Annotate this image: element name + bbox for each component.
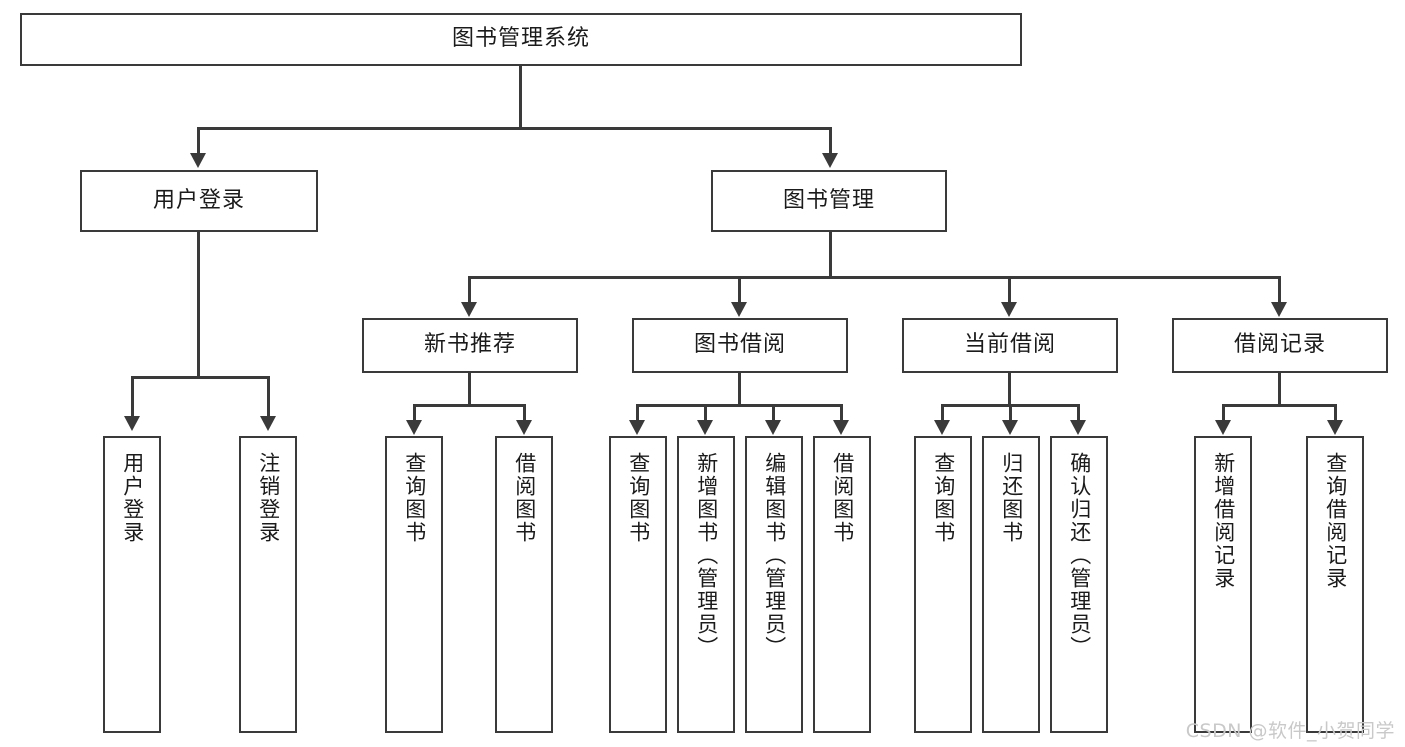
node-label: 查询图书 xyxy=(931,452,956,544)
connector-leaf-return-book xyxy=(1009,404,1012,422)
connector-new-book-recommend-stem xyxy=(468,373,471,405)
connector-to-book-management xyxy=(829,127,832,155)
node-label: 查询借阅记录 xyxy=(1323,452,1348,590)
node-label: 用户登录 xyxy=(120,452,145,544)
node-label: 用户登录 xyxy=(152,187,245,213)
node-user-login[interactable]: 用户登录 xyxy=(80,170,318,232)
node-leaf-query-record[interactable]: 查询借阅记录 xyxy=(1306,436,1364,733)
node-borrow-record[interactable]: 借阅记录 xyxy=(1172,318,1388,373)
node-label: 查询图书 xyxy=(626,452,651,544)
node-leaf-query-book-1[interactable]: 查询图书 xyxy=(385,436,443,733)
connector-level3-bus xyxy=(468,276,1280,279)
arrowhead-book-borrow xyxy=(731,302,747,317)
node-leaf-return-book[interactable]: 归还图书 xyxy=(982,436,1040,733)
node-label: 新增借阅记录 xyxy=(1211,452,1236,590)
node-current-borrow[interactable]: 当前借阅 xyxy=(902,318,1118,373)
connector-user-login-bus xyxy=(131,376,267,379)
node-leaf-add-record[interactable]: 新增借阅记录 xyxy=(1194,436,1252,733)
connector-leaf-add-book xyxy=(704,404,707,422)
node-label: 新书推荐 xyxy=(423,332,516,358)
connector-book-management-stem xyxy=(829,232,832,277)
node-leaf-add-book[interactable]: 新增图书（管理员） xyxy=(677,436,735,733)
node-leaf-user-logout[interactable]: 注销登录 xyxy=(239,436,297,733)
arrowhead-leaf-user-login xyxy=(124,416,140,431)
connector-leaf-borrow-book-2 xyxy=(840,404,843,422)
connector-new-book-recommend-bus xyxy=(413,404,523,407)
node-label: 新增图书（管理员） xyxy=(694,452,719,659)
node-label: 借阅记录 xyxy=(1233,332,1326,358)
node-label: 归还图书 xyxy=(999,452,1024,544)
connector-leaf-confirm-return xyxy=(1077,404,1080,422)
node-label: 借阅图书 xyxy=(830,452,855,544)
node-leaf-confirm-return[interactable]: 确认归还（管理员） xyxy=(1050,436,1108,733)
arrowhead-new-book-recommend xyxy=(461,302,477,317)
arrowhead-leaf-borrow-book-1 xyxy=(516,420,532,435)
connector-leaf-add-record xyxy=(1222,404,1225,422)
node-leaf-user-login[interactable]: 用户登录 xyxy=(103,436,161,733)
connector-leaf-query-record xyxy=(1334,404,1337,422)
connector-root-bus xyxy=(197,127,831,130)
node-book-borrow[interactable]: 图书借阅 xyxy=(632,318,848,373)
arrowhead-current-borrow xyxy=(1001,302,1017,317)
connector-leaf-user-logout xyxy=(267,376,270,418)
connector-root-stem xyxy=(519,66,522,128)
node-book-management[interactable]: 图书管理 xyxy=(711,170,947,232)
arrowhead-leaf-query-book-3 xyxy=(934,420,950,435)
connector-to-new-book-recommend xyxy=(468,276,471,304)
node-leaf-query-book-3[interactable]: 查询图书 xyxy=(914,436,972,733)
connector-leaf-edit-book xyxy=(772,404,775,422)
node-label: 图书管理系统 xyxy=(451,26,590,52)
arrowhead-borrow-record xyxy=(1271,302,1287,317)
node-label: 编辑图书（管理员） xyxy=(762,452,787,659)
arrowhead-leaf-query-book-2 xyxy=(629,420,645,435)
node-root-system[interactable]: 图书管理系统 xyxy=(20,13,1022,66)
arrowhead-book-management xyxy=(822,153,838,168)
node-label: 当前借阅 xyxy=(963,332,1056,358)
node-new-book-recommend[interactable]: 新书推荐 xyxy=(362,318,578,373)
arrowhead-user-login xyxy=(190,153,206,168)
connector-leaf-query-book-1 xyxy=(413,404,416,422)
connector-user-login-stem xyxy=(197,232,200,377)
node-label: 图书借阅 xyxy=(693,332,786,358)
connector-to-current-borrow xyxy=(1008,276,1011,304)
arrowhead-leaf-borrow-book-2 xyxy=(833,420,849,435)
arrowhead-leaf-add-record xyxy=(1215,420,1231,435)
arrowhead-leaf-query-book-1 xyxy=(406,420,422,435)
node-label: 确认归还（管理员） xyxy=(1067,452,1092,659)
connector-book-borrow-bus xyxy=(636,404,842,407)
arrowhead-leaf-query-record xyxy=(1327,420,1343,435)
connector-borrow-record-bus xyxy=(1222,404,1334,407)
connector-leaf-user-login xyxy=(131,376,134,418)
connector-to-user-login xyxy=(197,127,200,155)
node-leaf-edit-book[interactable]: 编辑图书（管理员） xyxy=(745,436,803,733)
connector-leaf-borrow-book-1 xyxy=(523,404,526,422)
connector-current-borrow-stem xyxy=(1008,373,1011,405)
connector-leaf-query-book-2 xyxy=(636,404,639,422)
arrowhead-leaf-confirm-return xyxy=(1070,420,1086,435)
connector-leaf-query-book-3 xyxy=(941,404,944,422)
node-leaf-query-book-2[interactable]: 查询图书 xyxy=(609,436,667,733)
arrowhead-leaf-add-book xyxy=(697,420,713,435)
connector-to-borrow-record xyxy=(1278,276,1281,304)
arrowhead-leaf-user-logout xyxy=(260,416,276,431)
node-leaf-borrow-book-1[interactable]: 借阅图书 xyxy=(495,436,553,733)
node-label: 注销登录 xyxy=(256,452,281,544)
connector-to-book-borrow xyxy=(738,276,741,304)
watermark-text: CSDN @软件_小贺同学 xyxy=(1185,720,1395,742)
connector-book-borrow-stem xyxy=(738,373,741,405)
node-label: 借阅图书 xyxy=(512,452,537,544)
node-label: 图书管理 xyxy=(782,187,875,213)
node-label: 查询图书 xyxy=(402,452,427,544)
node-leaf-borrow-book-2[interactable]: 借阅图书 xyxy=(813,436,871,733)
connector-borrow-record-stem xyxy=(1278,373,1281,405)
arrowhead-leaf-return-book xyxy=(1002,420,1018,435)
arrowhead-leaf-edit-book xyxy=(765,420,781,435)
